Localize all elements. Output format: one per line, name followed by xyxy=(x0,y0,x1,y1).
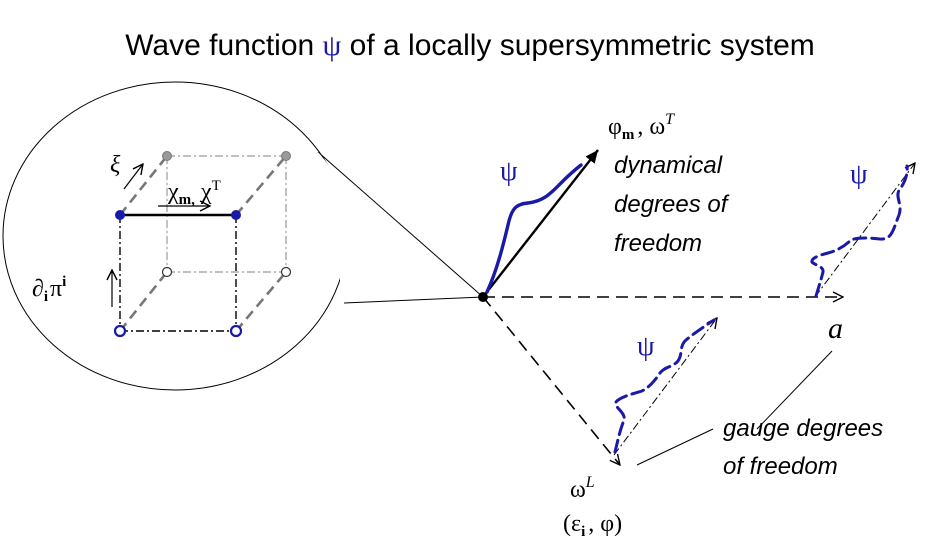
gauge-dof-line-1: gauge degrees xyxy=(723,415,883,442)
psi-curve-scale xyxy=(810,164,909,298)
dynamical-dof-line-2: degrees of xyxy=(614,191,730,218)
chi-label: χm, χT xyxy=(167,178,221,208)
psi-label-gauge: ψ xyxy=(637,331,655,362)
xi-label: ξ xyxy=(110,152,121,178)
vertex-front-bottom-right xyxy=(229,324,243,338)
vertex-back-top-right xyxy=(281,151,291,161)
xi-arrow xyxy=(123,164,143,190)
vertex-back-bottom-left xyxy=(161,266,173,278)
dynamical-dof-line-3: freedom xyxy=(614,230,702,257)
inset-bubble xyxy=(2,81,484,391)
gauge-aux-axis xyxy=(613,318,717,456)
vertex-back-bottom-right xyxy=(280,266,292,278)
scale-aux-axis xyxy=(814,163,915,298)
dynamical-axis-arrow xyxy=(482,149,599,298)
dynamical-dof-line-1: dynamical xyxy=(614,152,723,179)
vertex-front-top-right xyxy=(231,210,241,220)
dynamical-axis-label: φm, ωT xyxy=(608,111,675,143)
vertex-back-top-left xyxy=(162,151,172,161)
psi-curve-gauge xyxy=(613,318,716,454)
gauge-axis-arrow xyxy=(482,296,620,465)
gauge-pointer-line xyxy=(636,428,714,466)
lattice-cube xyxy=(112,151,292,338)
origin-point xyxy=(478,292,488,302)
psi-label-dynamical: ψ xyxy=(500,156,518,187)
page-title: Wave function ψ of a locally supersymmet… xyxy=(125,29,815,62)
gauge-omega-label: ωL xyxy=(570,474,595,503)
psi-label-scale: ψ xyxy=(850,159,868,190)
scale-pointer-line xyxy=(756,350,833,430)
dpi-label: ∂iπi xyxy=(32,274,66,305)
psi-curve-dynamical xyxy=(485,163,583,294)
vertex-front-bottom-left xyxy=(113,324,127,338)
main-axes xyxy=(478,149,915,466)
vertex-front-top-left xyxy=(115,210,125,220)
title-psi-symbol: ψ xyxy=(323,29,342,62)
gauge-epsilon-label: (εi, φ) xyxy=(563,511,622,540)
scale-factor-label: a xyxy=(828,312,843,345)
gauge-dof-line-2: of freedom xyxy=(723,453,838,480)
